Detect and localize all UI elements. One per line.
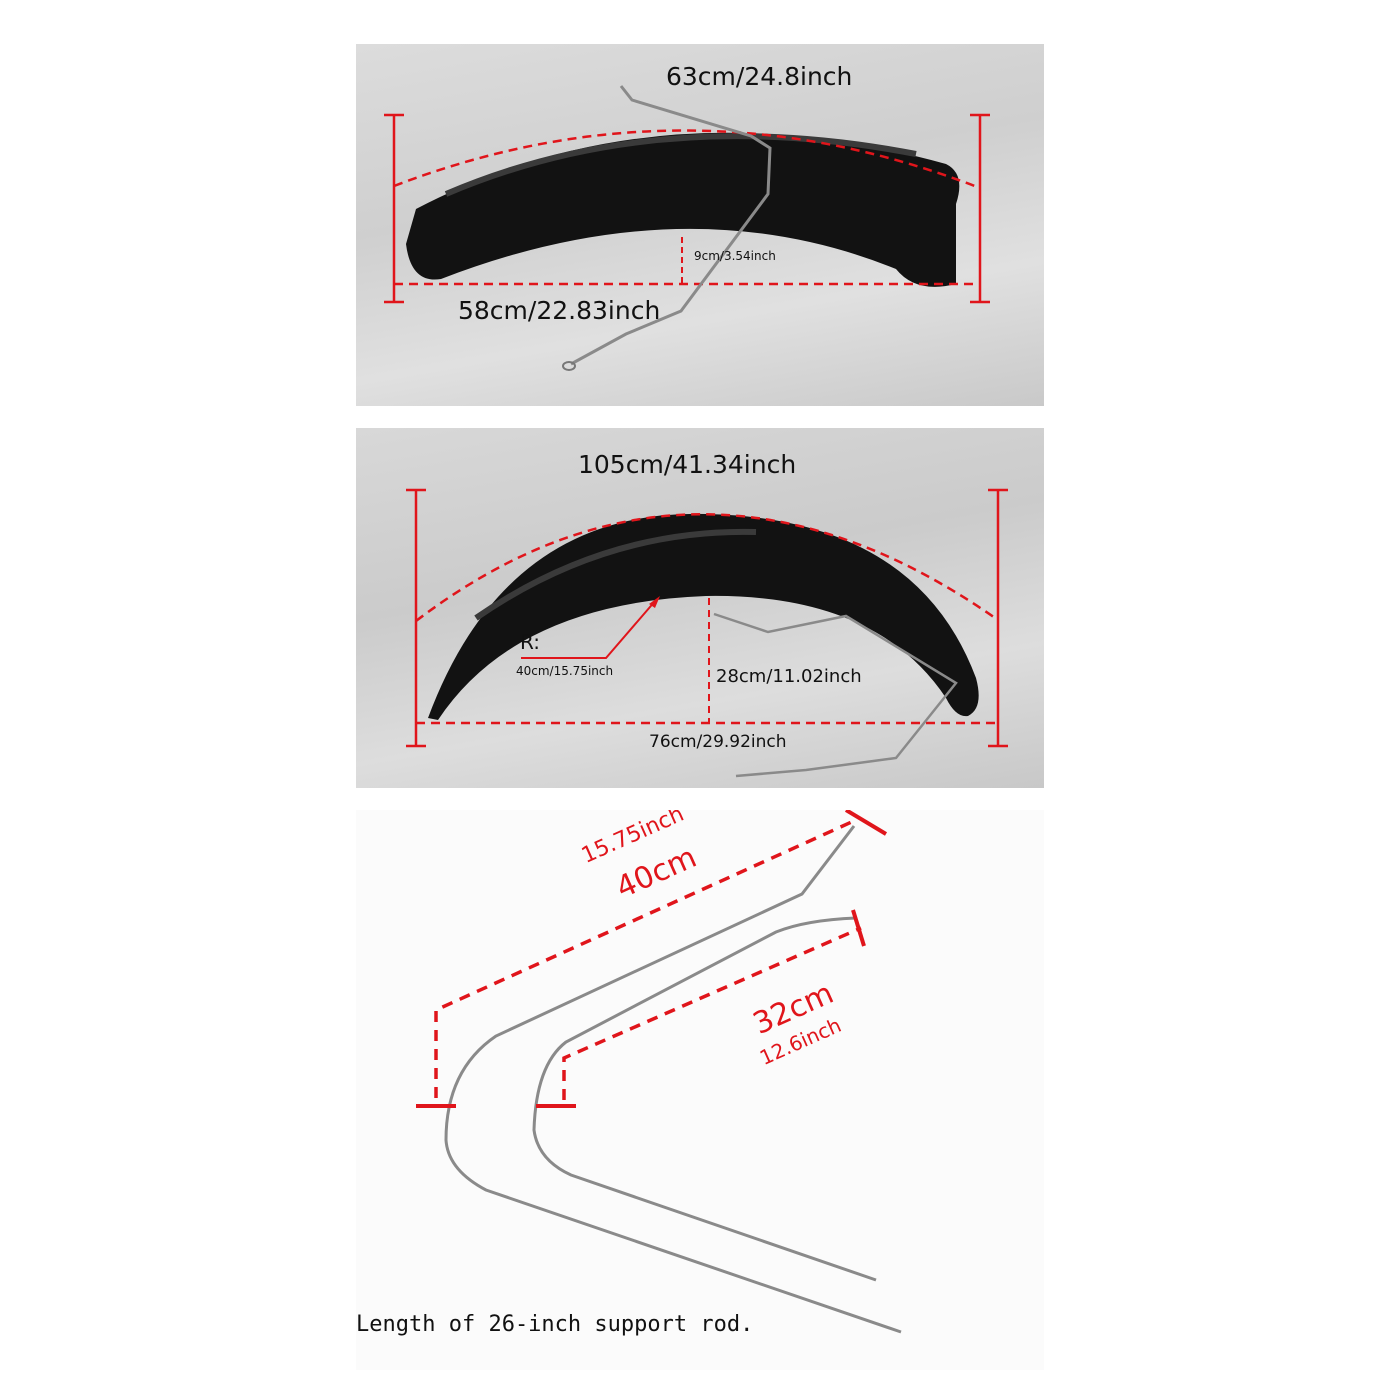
height-label: 9cm/3.54inch	[694, 249, 776, 263]
chord-length-label: 76cm/29.92inch	[649, 732, 787, 752]
fender-shape	[406, 132, 960, 287]
support-rod	[570, 85, 772, 366]
arc-length-label: 105cm/41.34inch	[578, 450, 797, 479]
front-fender-drawing	[384, 85, 990, 371]
chord-length-label: 58cm/22.83inch	[458, 296, 661, 325]
support-rods-panel: 15.75inch 40cm 32cm 12.6inch Length of 2…	[356, 810, 1044, 1370]
fender-shape	[428, 513, 979, 720]
front-fender-panel: 63cm/24.8inch 58cm/22.83inch 9cm/3.54inc…	[356, 44, 1044, 406]
short-rod	[532, 916, 877, 1282]
rear-fender-panel: 105cm/41.34inch R: 40cm/15.75inch 28cm/1…	[356, 428, 1044, 788]
arc-length-label: 63cm/24.8inch	[666, 62, 853, 91]
caption: Length of 26-inch support rod.	[356, 1312, 754, 1337]
support-rod	[713, 612, 958, 778]
long-rod	[444, 825, 902, 1334]
radius-value: 40cm/15.75inch	[516, 664, 614, 678]
support-rods-drawing	[416, 810, 902, 1334]
radius-pointer	[521, 599, 657, 659]
radius-label: R:	[520, 630, 541, 654]
arc-dimension-line	[415, 513, 999, 622]
arc-dimension-line	[393, 129, 981, 190]
height-label: 28cm/11.02inch	[716, 666, 862, 687]
rear-fender-drawing	[406, 488, 1008, 778]
short-rod-dimension	[562, 926, 862, 1100]
long-rod-dimension	[434, 818, 857, 1098]
